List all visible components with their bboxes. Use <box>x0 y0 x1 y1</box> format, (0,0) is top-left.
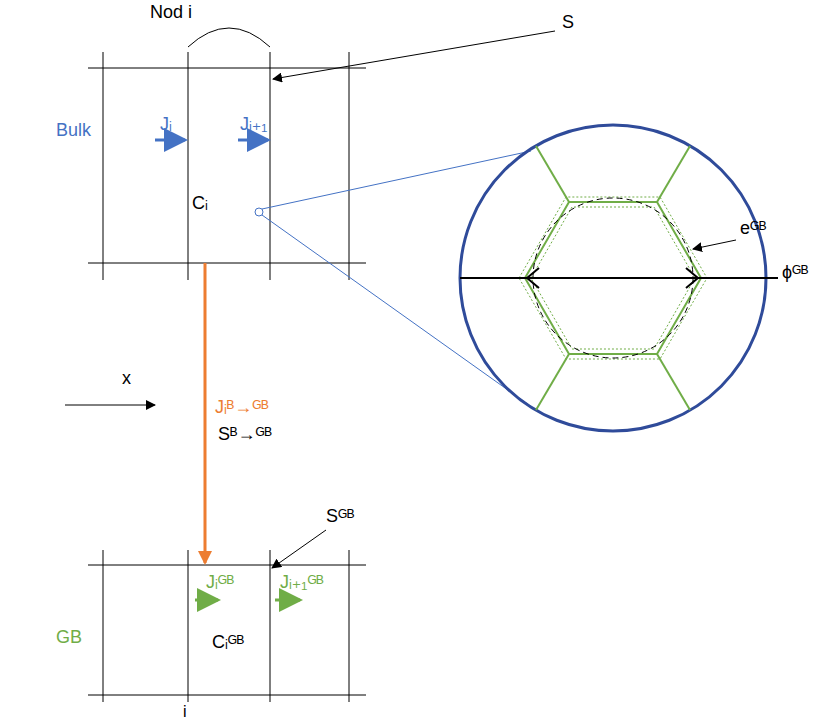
leader-line <box>693 240 736 249</box>
zoom-point <box>255 208 263 216</box>
flux-label: Jᵢᴮ→ᴳᴮ <box>215 397 269 419</box>
zoom-line <box>262 151 531 209</box>
axis-label: x <box>122 368 131 390</box>
surface-label: S <box>562 12 574 34</box>
thickness-label: eᴳᴮ <box>740 218 766 240</box>
diameter-dimension <box>460 268 778 288</box>
concentration-label: Cᵢ <box>192 193 208 215</box>
flux-label: Jᵢ₊₁ <box>240 114 267 136</box>
index-label: i <box>183 702 187 721</box>
bulk-grid-region: Bulk <box>88 68 366 263</box>
leader-line <box>272 530 326 568</box>
flux-arrow <box>238 139 268 142</box>
flux-arrow <box>275 599 300 602</box>
flux-label: Jᵢ₊₁ᴳᴮ <box>280 572 324 594</box>
flux-label: Jᵢ <box>160 114 172 136</box>
region-heading: Bulk <box>56 120 91 142</box>
node-bracket <box>188 28 270 47</box>
gb-grid <box>88 550 366 702</box>
zoom-line <box>262 215 536 410</box>
axis-arrow <box>65 405 155 406</box>
bulk-grid <box>88 52 366 280</box>
diameter-label: ϕᴳᴮ <box>782 262 808 284</box>
flux-arrow <box>195 599 218 602</box>
surface-label: Sᴮ→ᴳᴮ <box>218 424 272 446</box>
concentration-label: Cᵢᴳᴮ <box>212 632 244 654</box>
surface-label: Sᴳᴮ <box>326 506 354 528</box>
flux-arrow <box>204 263 207 563</box>
leader-line <box>273 31 555 79</box>
flux-arrow <box>155 139 185 142</box>
flux-label: Jᵢᴳᴮ <box>206 572 234 594</box>
node-label: Nod i <box>150 2 192 24</box>
region-heading: GB <box>56 627 82 649</box>
